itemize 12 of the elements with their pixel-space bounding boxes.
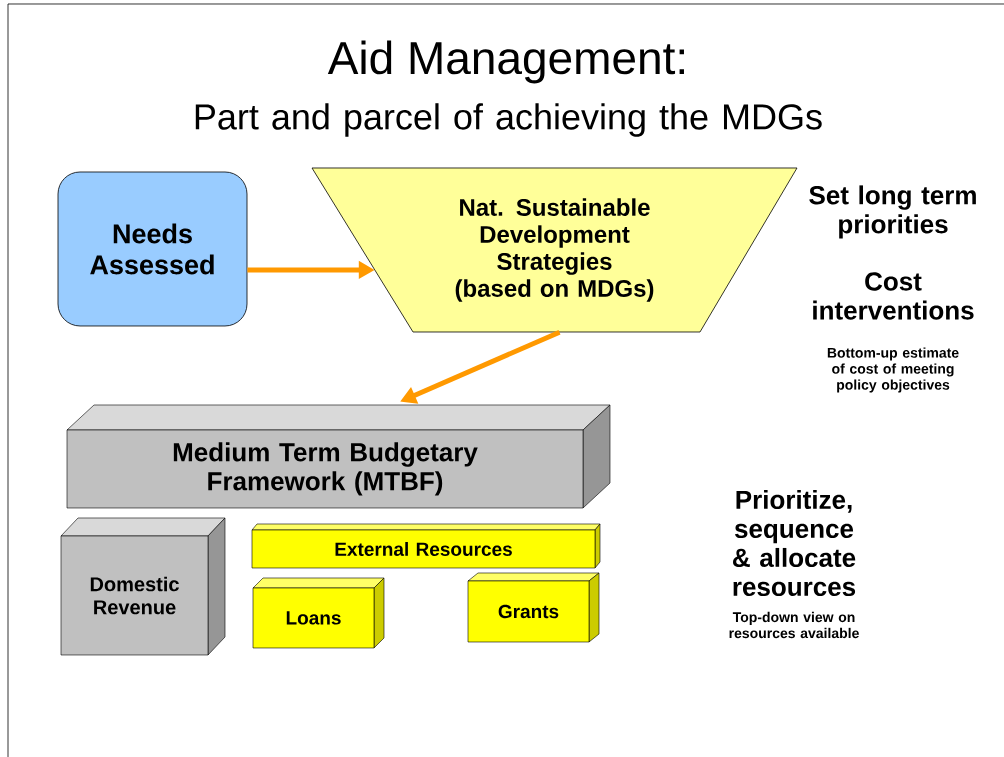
revenue-block: Domestic Revenue (60, 517, 226, 656)
grants-block: Grants (467, 572, 600, 643)
needs-box: Needs Assessed (57, 171, 248, 327)
note-text: Top-down view on resources available (729, 611, 859, 639)
note-text: Bottom-up estimate of cost of meeting policy objectives (827, 347, 959, 393)
note-heading: Prioritize, sequence & allocate resources (733, 489, 856, 597)
resources-block: External Resources (251, 523, 601, 569)
strategy-trapezoid: Nat. Sustainable Development Strategies (based on MDGs) (311, 167, 798, 333)
subtitle: Part and parcel of achieving the MDGs (195, 103, 822, 137)
title: Aid Management: (327, 40, 684, 84)
loans-block: Loans (252, 577, 385, 649)
budget-block: Medium Term Budgetary Framework (MTBF) (66, 404, 611, 509)
